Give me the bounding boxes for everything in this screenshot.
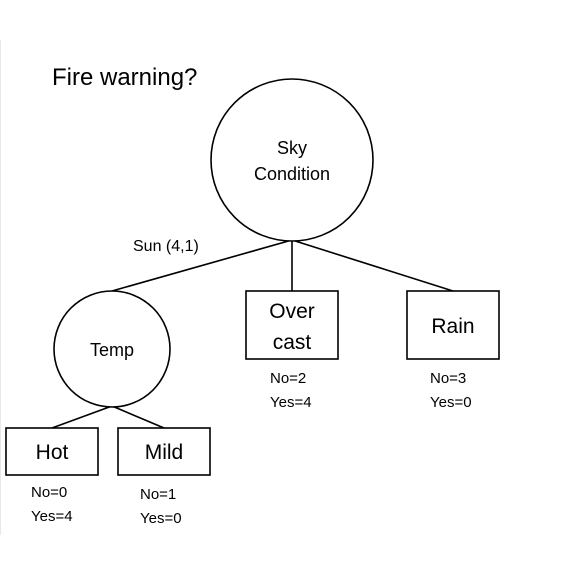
counts-overcast: No=2 Yes=4 <box>270 367 312 415</box>
edge-label-sun: Sun (4,1) <box>133 238 199 255</box>
counts-rain: No=3 Yes=0 <box>430 367 472 415</box>
counts-hot-yes: Yes=4 <box>31 508 73 525</box>
edge-temp-hot <box>51 405 113 429</box>
counts-rain-no: No=3 <box>430 370 467 387</box>
counts-mild: No=1 Yes=0 <box>140 483 182 531</box>
node-sky-condition-line1: Sky <box>277 138 307 158</box>
counts-mild-yes: Yes=0 <box>140 510 182 527</box>
node-temp-label: Temp <box>90 340 134 360</box>
edge-temp-mild <box>111 405 165 429</box>
node-mild-label: Mild <box>145 441 184 464</box>
counts-mild-no: No=1 <box>140 486 177 503</box>
counts-overcast-no: No=2 <box>270 370 307 387</box>
node-overcast-line2: cast <box>273 331 312 354</box>
left-border-line <box>0 40 1 535</box>
node-hot-label: Hot <box>36 441 69 464</box>
node-rain <box>406 290 500 360</box>
node-hot <box>5 427 99 476</box>
node-sky-condition <box>210 78 374 242</box>
edge-root-temp <box>111 239 293 292</box>
counts-hot-no: No=0 <box>31 484 68 501</box>
diagram-title: Fire warning? <box>52 64 198 91</box>
node-overcast <box>245 290 339 360</box>
counts-rain-yes: Yes=0 <box>430 394 472 411</box>
counts-overcast-yes: Yes=4 <box>270 394 312 411</box>
edge-root-rain <box>291 239 454 292</box>
node-sky-condition-line2: Condition <box>254 164 330 184</box>
node-temp <box>53 290 171 408</box>
node-rain-label: Rain <box>431 315 474 338</box>
counts-hot: No=0 Yes=4 <box>31 481 73 529</box>
node-overcast-line1: Over <box>269 300 315 323</box>
node-mild <box>117 427 211 476</box>
